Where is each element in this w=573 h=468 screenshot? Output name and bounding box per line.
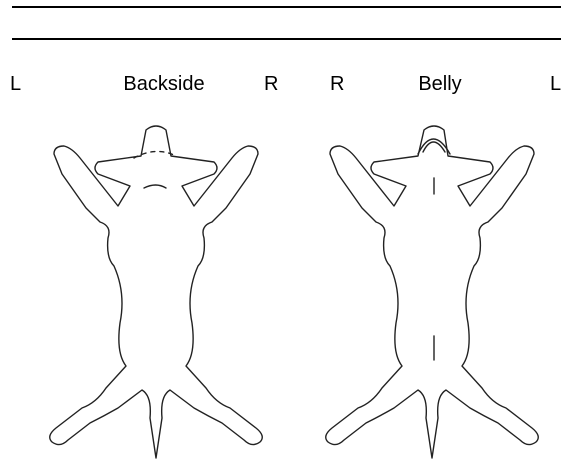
top-blank-line-1 [12, 6, 561, 8]
belly-body-outline [326, 126, 539, 458]
backside-dorsal-markings [134, 151, 176, 188]
backside-left-label: L [10, 72, 21, 96]
backside-animal-outline [26, 118, 286, 468]
top-blank-line-2 [12, 38, 561, 40]
backside-body-outline [50, 126, 263, 458]
backside-right-label: R [264, 72, 278, 96]
belly-left-label: R [330, 72, 344, 96]
belly-title: Belly [400, 72, 480, 96]
belly-ventral-markings [418, 139, 450, 360]
belly-right-label: L [550, 72, 561, 96]
belly-animal-outline [302, 118, 562, 468]
backside-title: Backside [108, 72, 220, 96]
